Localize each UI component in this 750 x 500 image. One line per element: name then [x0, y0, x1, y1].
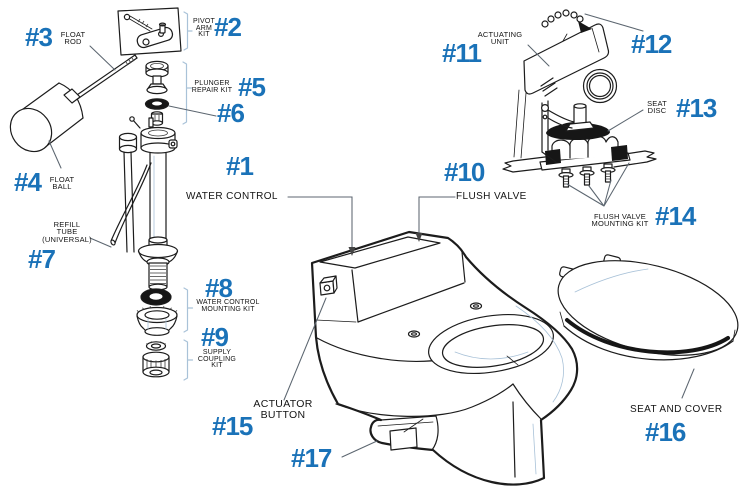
- trap-detail-drawing: [377, 415, 439, 451]
- flush-valve-assembly-drawing: [502, 9, 657, 207]
- part-3-number: #3: [25, 22, 53, 52]
- part-6-number: #6: [217, 98, 245, 128]
- part-9-label: SUPPLY COUPLING KIT: [197, 349, 237, 369]
- chain-drawing: [541, 9, 592, 33]
- part-12-number: #12: [631, 29, 672, 59]
- actuator-button-drawing: [319, 275, 338, 296]
- part-16-label: SEAT AND COVER: [630, 404, 723, 415]
- part-4-number: #4: [14, 167, 42, 197]
- part-15-label: ACTUATOR BUTTON: [253, 398, 313, 421]
- part-5-number: #5: [238, 72, 266, 102]
- float-rod-drawing: [73, 45, 138, 101]
- part-7-number: #7: [28, 244, 56, 274]
- water-control-mounting-kit-drawing: [136, 287, 194, 336]
- part-5-label: PLUNGER REPAIR KIT: [191, 80, 233, 94]
- seat-and-cover-drawing: [557, 254, 739, 399]
- toilet-body-drawing: [310, 230, 579, 486]
- part-11-number: #11: [442, 38, 482, 68]
- part-10-number: #10: [444, 157, 485, 187]
- part-11-label: ACTUATING UNIT: [477, 30, 523, 47]
- supply-coupling-kit-drawing: [142, 339, 194, 381]
- part-2-number: #2: [214, 12, 242, 42]
- part-14-number: #14: [655, 201, 696, 231]
- part-16-number: #16: [645, 417, 686, 447]
- part-8-label: WATER CONTROL MOUNTING KIT: [196, 299, 260, 313]
- part-17-number: #17: [291, 443, 332, 473]
- part-13-label: SEAT DISC: [647, 99, 667, 116]
- part-3-label: FLOAT ROD: [60, 30, 86, 47]
- part-4-label: FLOAT BALL: [49, 175, 75, 192]
- refill-tube-drawing: [110, 162, 152, 246]
- part-1-label: WATER CONTROL: [186, 191, 278, 202]
- pivot-arm-kit-drawing: [117, 7, 193, 56]
- part-1-number: #1: [226, 151, 254, 181]
- float-ball-drawing: [9, 82, 84, 169]
- water-control-valve-drawing: [110, 116, 179, 291]
- part-10-label: FLUSH VALVE: [456, 191, 527, 202]
- part-9-number: #9: [201, 322, 229, 352]
- seal-gasket-drawing: [144, 98, 170, 110]
- leader-lines: [89, 196, 456, 458]
- part-7-label: REFILL TUBE (UNIVERSAL): [42, 220, 92, 244]
- flush-valve-bolts-drawing: [558, 163, 616, 188]
- part-13-number: #13: [676, 93, 717, 123]
- part-15-number: #15: [212, 411, 253, 441]
- part-14-label: FLUSH VALVE MOUNTING KIT: [591, 212, 649, 229]
- part-8-number: #8: [205, 273, 233, 303]
- part-2-label: PIVOT ARM KIT: [192, 18, 215, 38]
